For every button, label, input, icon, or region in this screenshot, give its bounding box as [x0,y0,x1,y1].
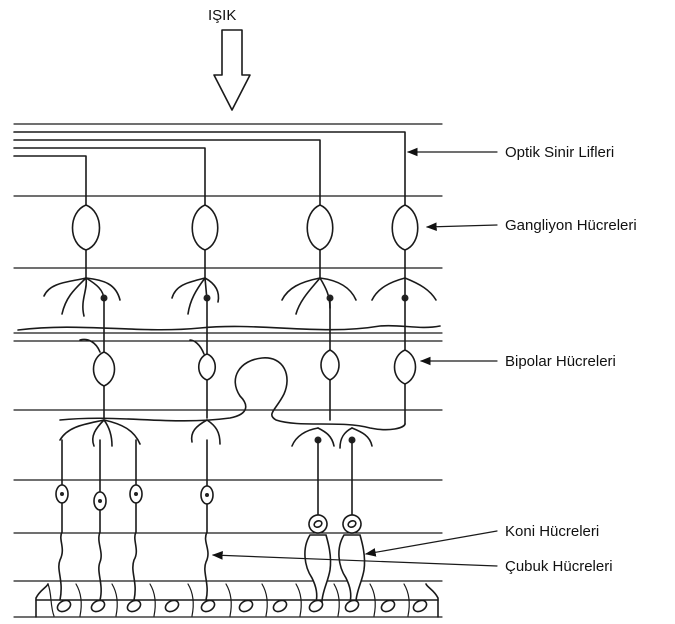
ganglion-cell [73,205,100,250]
label-rod: Çubuk Hücreleri [505,558,613,575]
pigment-epithelium [36,584,438,617]
bipolar-cells [94,350,416,386]
ganglion-cell [392,205,418,250]
cone-pointer [366,531,497,554]
bipolar-cell [199,354,216,380]
ganglion-cell [192,205,218,250]
layer-lines [14,124,442,617]
light-label: IŞIK [208,7,236,24]
ganglion-pointer [427,225,497,227]
rod-cells [59,503,208,600]
bipolar-lower-processes [80,340,405,425]
rod-nuclei [56,485,213,510]
bipolar-cell [395,350,416,384]
bipolar-axons [104,298,405,354]
bipolar-cell [321,350,339,380]
label-ganglion: Gangliyon Hücreleri [505,217,637,234]
label-bipolar: Bipolar Hücreleri [505,353,616,370]
light-arrow [214,30,250,110]
optic-nerve-fibers [14,132,405,205]
ganglion-cell [307,205,333,250]
synapse-dots [101,295,409,444]
amacrine-fiber [18,326,440,330]
label-optic: Optik Sinir Lifleri [505,144,614,161]
label-cone: Koni Hücreleri [505,523,599,540]
bipolar-cell [94,352,115,386]
ganglion-dendrites [44,250,436,316]
ganglion-cells [73,205,418,250]
cone-cells [305,512,365,602]
